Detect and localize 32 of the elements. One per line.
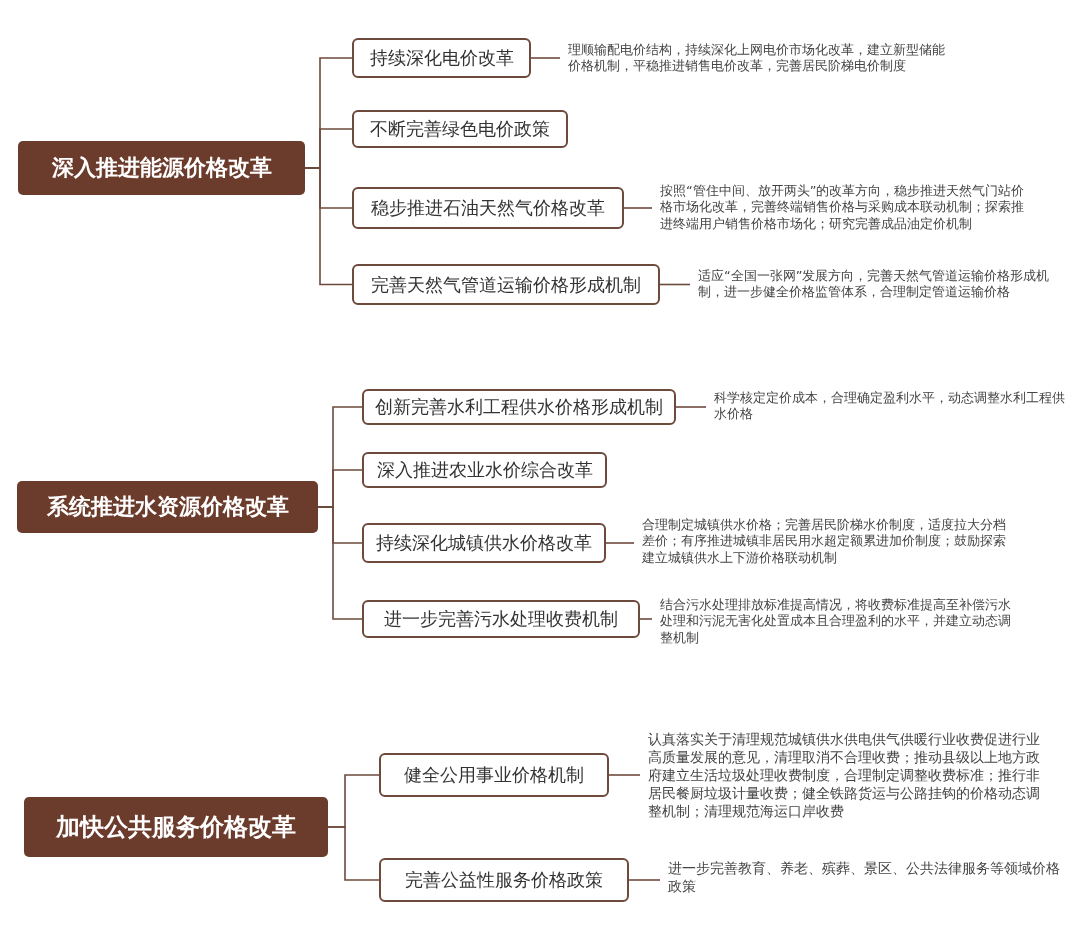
connector-line (623, 207, 653, 209)
description-text: 合理制定城镇供水价格；完善居民阶梯水价制度，适度拉大分档差价；有序推进城镇非居民用水超定额累进加价制度；鼓励探索建立城镇供水上下游价格联动机制 (642, 517, 1007, 566)
topic-box: 深入推进能源价格改革 (18, 141, 305, 195)
connector-line (628, 879, 661, 881)
connector-line (317, 506, 363, 620)
topic-box: 加快公共服务价格改革 (24, 797, 328, 857)
connector-line (608, 774, 641, 776)
description-text: 适应“全国一张网”发展方向，完善天然气管道运输价格形成机制，进一步健全价格监管体系，合理制定管道运输价格 (698, 268, 1070, 301)
connector-line (659, 283, 691, 286)
subtopic-box: 完善公益性服务价格政策 (379, 858, 629, 902)
connector-line (605, 542, 635, 544)
subtopic-box: 进一步完善污水处理收费机制 (362, 600, 640, 638)
connector-line (304, 167, 353, 286)
description-text: 结合污水处理排放标准提高情况，将收费标准提高至补偿污水处理和污泥无害化处置成本且合理盈利的水平，并建立动态调整机制 (660, 597, 1020, 646)
subtopic-box: 创新完善水利工程供水价格形成机制 (362, 389, 676, 425)
connector-line (327, 826, 380, 881)
description-text: 认真落实关于清理规范城镇供水供电供气供暖行业收费促进行业高质量发展的意见，清理取消不合理收费；推动县级以上地方政府建立生活垃圾处理收费制度，合理制定调整收费标准；推行非居民餐厨垃圾计量收费；健全铁路货运与公路挂钩的价格动态调整机制；清理规范海运口岸收费 (648, 731, 1048, 821)
description-text: 按照“管住中间、放开两头”的改革方向，稳步推进天然气门站价格市场化改革，完善终端销售价格与采购成本联动机制；探索推进终端用户销售价格市场化；研究完善成品油定价机制 (660, 183, 1035, 232)
description-text: 进一步完善教育、养老、殡葬、景区、公共法律服务等领域价格政策 (668, 860, 1068, 896)
connector-line (530, 57, 561, 59)
subtopic-box: 健全公用事业价格机制 (379, 753, 609, 797)
subtopic-box: 稳步推进石油天然气价格改革 (352, 187, 624, 229)
subtopic-box: 持续深化电价改革 (352, 38, 531, 78)
connector-line (675, 406, 707, 408)
subtopic-box: 不断完善绿色电价政策 (352, 110, 568, 148)
connector-line (639, 618, 653, 620)
subtopic-box: 持续深化城镇供水价格改革 (362, 523, 606, 563)
description-text: 理顺输配电价结构，持续深化上网电价市场化改革，建立新型储能价格机制，平稳推进销售电价改革，完善居民阶梯电价制度 (568, 42, 953, 75)
subtopic-box: 深入推进农业水价综合改革 (362, 452, 607, 488)
topic-box: 系统推进水资源价格改革 (17, 481, 318, 533)
description-text: 科学核定定价成本，合理确定盈利水平，动态调整水利工程供水价格 (714, 390, 1074, 422)
subtopic-box: 完善天然气管道运输价格形成机制 (352, 264, 660, 305)
